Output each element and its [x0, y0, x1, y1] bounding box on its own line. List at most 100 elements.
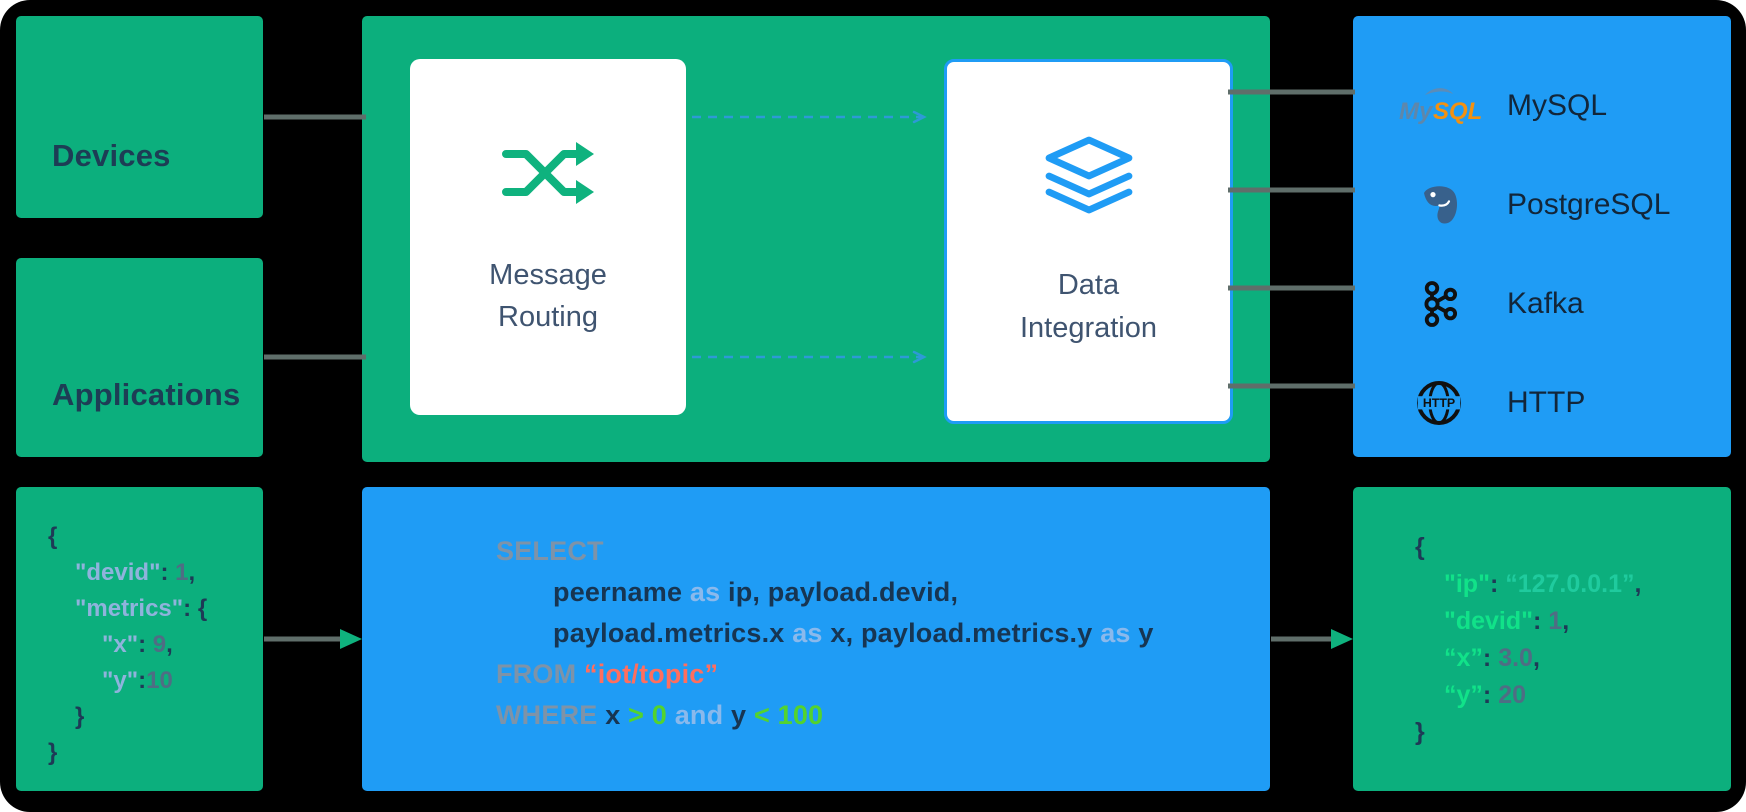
sink-label-kafka: Kafka	[1507, 286, 1584, 320]
code-token: }	[48, 739, 58, 766]
code-token: as	[689, 577, 721, 607]
code-token: 10	[146, 667, 173, 694]
code-line: “x”: 3.0,	[1415, 640, 1731, 677]
code-token: "ip"	[1444, 570, 1490, 598]
code-token: x	[605, 700, 629, 730]
code-line: SELECT	[496, 531, 1270, 572]
code-token: y	[1130, 618, 1154, 648]
code-token: peername	[553, 577, 690, 607]
sink-label-mysql: MySQL	[1507, 88, 1608, 122]
message-routing-label: Message Routing	[489, 254, 607, 338]
code-line: {	[48, 519, 263, 555]
code-line: }	[48, 699, 263, 735]
code-token: x, payload.metrics.y	[822, 618, 1101, 648]
code-token: "devid"	[75, 559, 161, 586]
code-token: :	[138, 667, 147, 694]
code-token: 9	[152, 631, 167, 658]
data-integration-label-line2: Integration	[1019, 311, 1158, 344]
code-token: {	[1415, 533, 1425, 561]
code-token: :	[160, 559, 176, 586]
code-token: ,	[166, 631, 173, 658]
code-token: payload.metrics.x	[553, 618, 793, 648]
sink-label-postgresql: PostgreSQL	[1507, 187, 1671, 221]
sink-row-http: HTTP HTTP	[1353, 353, 1731, 452]
data-integration-label: Data Integration	[1020, 264, 1157, 348]
code-token: “x”	[1444, 644, 1483, 672]
data-integration-card: Data Integration	[944, 59, 1233, 424]
code-token: :	[1482, 681, 1499, 709]
code-line: FROM “iot/topic”	[496, 654, 1270, 695]
sink-label-http: HTTP	[1507, 385, 1586, 419]
code-token: ,	[1532, 644, 1540, 672]
code-line: "x": 9,	[48, 627, 263, 663]
sink-row-kafka: Kafka	[1353, 254, 1731, 353]
svg-text:HTTP: HTTP	[1423, 395, 1455, 409]
svg-text:SQL: SQL	[1433, 98, 1482, 125]
code-token: as	[792, 618, 823, 648]
output-json-code: {"ip": “127.0.0.1”,"devid": 1,“x”: 3.0,“…	[1353, 487, 1731, 791]
message-routing-label-line1: Message	[489, 258, 607, 291]
devices-label: Devices	[52, 138, 171, 173]
mysql-logo-icon: My SQL	[1393, 83, 1485, 129]
code-line: {	[1415, 529, 1731, 566]
http-globe-icon: HTTP	[1393, 379, 1485, 427]
code-token: and	[667, 700, 732, 730]
code-line: }	[1415, 714, 1731, 751]
code-line: "devid": 1,	[1415, 603, 1731, 640]
code-token: "metrics"	[75, 595, 184, 622]
applications-label: Applications	[52, 377, 241, 412]
shuffle-icon	[502, 141, 594, 204]
sink-row-mysql: My SQL MySQL	[1353, 56, 1731, 155]
code-token: "y"	[102, 667, 139, 694]
code-line: peername as ip, payload.devid,	[496, 572, 1270, 613]
code-token: FROM	[496, 659, 584, 689]
code-token: SELECT	[496, 536, 604, 566]
code-token: as	[1100, 618, 1131, 648]
code-token: ,	[1634, 570, 1642, 598]
code-token: {	[197, 595, 208, 622]
code-token: < 100	[753, 700, 824, 730]
code-token: "x"	[102, 631, 139, 658]
code-line: "y":10	[48, 663, 263, 699]
postgresql-elephant-icon	[1393, 181, 1485, 229]
code-line: WHERE x > 0 and y < 100	[496, 695, 1270, 736]
code-token: :	[1482, 644, 1499, 672]
code-token: y	[731, 700, 754, 730]
code-token: “127.0.0.1”	[1505, 570, 1635, 598]
input-message-box: {"devid": 1,"metrics": {"x": 9,"y":10}}	[16, 487, 263, 791]
code-token: 3.0	[1498, 644, 1533, 672]
code-token: :	[138, 631, 153, 658]
message-routing-label-line2: Routing	[498, 301, 598, 333]
code-token: ,	[1562, 607, 1570, 635]
code-token: WHERE	[496, 700, 606, 730]
code-line: "ip": “127.0.0.1”,	[1415, 566, 1731, 603]
code-token: ,	[188, 559, 196, 586]
code-token: :	[183, 595, 198, 622]
devices-box: Devices	[16, 16, 263, 218]
code-token: 1	[1548, 607, 1563, 635]
code-line: "devid": 1,	[48, 555, 263, 591]
applications-box: Applications	[16, 258, 263, 457]
kafka-logo-icon	[1393, 279, 1485, 329]
code-line: }	[48, 735, 263, 771]
code-token: ip, payload.devid,	[720, 577, 959, 607]
code-token: }	[1415, 718, 1425, 746]
code-line: “y”: 20	[1415, 677, 1731, 714]
code-line: "metrics": {	[48, 591, 263, 627]
code-token: {	[48, 523, 58, 550]
data-sinks-panel: My SQL MySQL PostgreSQL	[1353, 16, 1731, 457]
data-integration-label-line1: Data	[1057, 269, 1120, 302]
code-token: “y”	[1444, 681, 1483, 709]
sink-row-postgresql: PostgreSQL	[1353, 155, 1731, 254]
code-line: payload.metrics.x as x, payload.metrics.…	[496, 613, 1270, 654]
code-token: > 0	[628, 700, 668, 730]
code-token: :	[1533, 607, 1549, 635]
input-json-code: {"devid": 1,"metrics": {"x": 9,"y":10}}	[16, 487, 263, 791]
code-token: “iot/topic”	[584, 659, 719, 689]
svg-text:My: My	[1399, 98, 1434, 125]
layers-icon	[1045, 137, 1132, 214]
output-message-box: {"ip": “127.0.0.1”,"devid": 1,“x”: 3.0,“…	[1353, 487, 1731, 791]
code-token: 1	[175, 559, 189, 586]
